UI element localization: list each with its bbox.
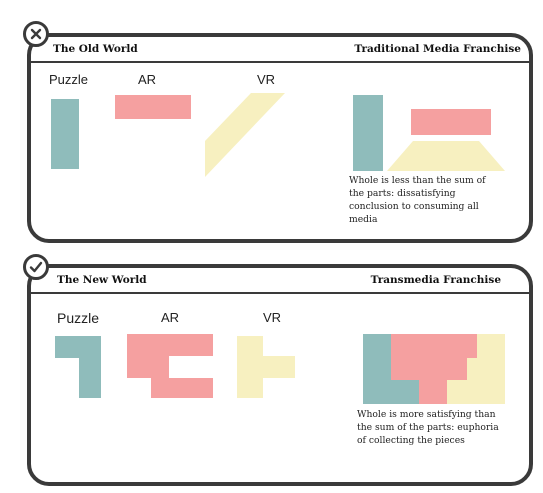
- franchise-label: Traditional Media Franchise: [354, 43, 521, 55]
- ar-label: AR: [161, 310, 180, 325]
- new-world-description: Whole is more satisfying than the sum of…: [357, 409, 499, 446]
- x-badge: [23, 21, 49, 47]
- header-divider: [31, 292, 529, 294]
- combined-pink-piece: [411, 109, 491, 135]
- vr-piece-yellow: [237, 336, 295, 398]
- new-world-panel: The New World Transmedia Franchise Puzzl…: [27, 264, 533, 486]
- checkmark-icon: [29, 261, 43, 273]
- combined-yellow-piece: [387, 141, 505, 171]
- puzzle-label: Puzzle: [49, 72, 89, 87]
- combined-teal-piece: [353, 95, 383, 171]
- ar-label: AR: [138, 72, 157, 87]
- panel-title: The New World: [57, 274, 147, 286]
- vr-label: VR: [257, 72, 276, 87]
- puzzle-label: Puzzle: [57, 310, 100, 326]
- header-divider: [31, 61, 529, 63]
- puzzle-piece-teal: [55, 336, 101, 398]
- panel-title: The Old World: [53, 43, 138, 55]
- old-world-panel: The Old World Traditional Media Franchis…: [27, 33, 533, 243]
- combined-puzzle: [363, 334, 505, 404]
- x-icon: [30, 28, 42, 40]
- old-world-description: Whole is less than the sum of the parts:…: [349, 175, 486, 225]
- ar-piece-pink: [115, 95, 191, 119]
- puzzle-piece-teal: [51, 99, 79, 169]
- vr-label: VR: [263, 310, 282, 325]
- check-badge: [23, 254, 49, 280]
- ar-piece-pink: [127, 334, 213, 398]
- franchise-label: Transmedia Franchise: [370, 274, 501, 286]
- vr-piece-yellow: [205, 93, 285, 177]
